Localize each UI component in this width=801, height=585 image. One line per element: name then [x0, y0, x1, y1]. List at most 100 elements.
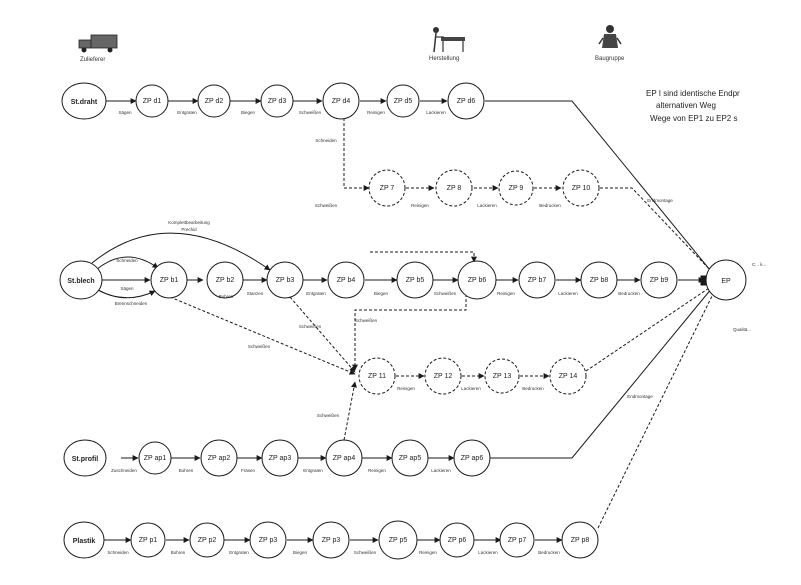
edge-label: Bedrucken [538, 550, 560, 555]
node-label: ZP b1 [160, 277, 179, 284]
edge-label: Brennschneiden [115, 301, 148, 306]
edge-label: Bohren [171, 550, 186, 555]
node-zp-d4 [322, 82, 360, 120]
start-label: St.profil [72, 456, 98, 463]
edge-label: Schweißen [299, 110, 322, 115]
edge-label: Schweißen [248, 344, 271, 349]
nodes [59, 82, 747, 560]
edge-line [370, 251, 477, 263]
node-zp-b8 [580, 261, 618, 299]
start-node-stprofil [63, 439, 107, 477]
start-label: St.blech [67, 278, 94, 285]
node-label: ZP b8 [590, 277, 609, 284]
node-zp-12 [424, 357, 462, 395]
node-zp-ap3 [261, 439, 299, 477]
edge-label: Sägen [118, 110, 132, 115]
node-label: ZP d4 [332, 98, 351, 105]
edge-label: Schweißen [317, 413, 340, 418]
node-zp-14 [549, 357, 587, 395]
node-zp-10 [562, 169, 600, 207]
edge-label: Biegen [374, 291, 389, 296]
node-label: ZP p2 [198, 537, 217, 544]
node-label: ZP 8 [447, 185, 462, 192]
edges [91, 98, 715, 543]
edge-label: Schweißen [434, 291, 457, 296]
edge-label: Bohren [219, 294, 234, 299]
truck-icon [78, 34, 118, 53]
node-label: ZP ap5 [399, 455, 422, 462]
start-node-stdraht [61, 82, 107, 120]
edge-label: Schneiden [116, 258, 138, 263]
node-label: ZP p5 [389, 537, 408, 544]
node-label: ZP d3 [268, 98, 287, 105]
edge-line [585, 285, 713, 372]
node-zp-p4 [312, 521, 350, 559]
manufacturing-label: Herstellung [429, 56, 459, 62]
edge-label: Reinigen [367, 110, 385, 115]
edge-label: Zuschneiden [111, 468, 137, 473]
edge-label: Reinigen [419, 550, 437, 555]
edge-label: Endmontage [647, 198, 673, 203]
start-label: Plastik [73, 538, 96, 545]
node-zp-b3 [266, 261, 304, 299]
edge-label: Reinigen [397, 386, 415, 391]
node-zp-7 [368, 169, 406, 207]
node-label: ZP d5 [394, 98, 413, 105]
node-zp-d3 [260, 84, 294, 118]
edge-label: Komplettbearbeitung [168, 220, 210, 225]
node-label: ZP ap6 [461, 455, 484, 462]
node-zp-ap6 [453, 439, 491, 477]
edge-line [490, 287, 713, 459]
node-label: ZP 14 [559, 373, 578, 380]
end-side-top: C... k... [752, 262, 766, 267]
edge-label: Lackieren [426, 110, 446, 115]
node-zp-p3 [249, 521, 287, 559]
start-node-plastik [63, 521, 105, 559]
edge-label: Entgraten [306, 291, 326, 296]
node-zp-p7 [499, 522, 535, 558]
edge-label: Sägen [120, 286, 134, 291]
node-zp-b7 [518, 261, 556, 299]
node-zp-p5 [378, 520, 418, 560]
node-label: ZP d2 [205, 98, 224, 105]
node-label: ZP b7 [528, 277, 547, 284]
edge-line [343, 381, 357, 441]
node-label: ZP b6 [468, 277, 487, 284]
node-zp-p6 [439, 522, 475, 558]
node-zp-8 [435, 169, 473, 207]
node-zp-p2 [189, 522, 225, 558]
edge-label: Lackieren [431, 468, 451, 473]
node-zp-d6 [447, 82, 485, 120]
node-zp-ap2 [200, 439, 238, 477]
node-label: ZP 9 [509, 185, 524, 192]
edge-label: Entgraten [303, 468, 323, 473]
edge-label: Schneiden [315, 138, 337, 143]
edge-label: Lackieren [558, 291, 578, 296]
edge-line [91, 232, 271, 271]
end-label: EP [721, 278, 731, 285]
node-label: ZP b9 [650, 277, 669, 284]
edge-label: Endmontage [627, 394, 653, 399]
edge-label: Bedrucken [618, 291, 640, 296]
node-zp-9 [498, 170, 534, 206]
edge-label: Prechid [181, 227, 197, 232]
node-zp-13 [484, 358, 520, 394]
node-label: ZP 10 [572, 185, 591, 192]
edge-line [600, 187, 713, 273]
node-label: ZP p3 [322, 537, 341, 544]
edge-line [343, 118, 370, 191]
node-label: ZP ap3 [269, 455, 292, 462]
node-label: ZP d1 [143, 98, 162, 105]
edge-label: Lackieren [478, 550, 498, 555]
edge-label: Schweißen [315, 203, 338, 208]
edge-label: Schweißen [354, 550, 377, 555]
edge-line [97, 289, 156, 299]
node-zp-ap1 [138, 441, 172, 475]
note-line-3: Wege von EP1 zu EP2 s [650, 114, 737, 123]
node-zp-b2 [206, 261, 244, 299]
node-zp-ap5 [391, 439, 429, 477]
edge-label: Lackieren [461, 386, 481, 391]
node-label: ZP 7 [380, 185, 395, 192]
node-zp-b5 [396, 261, 434, 299]
